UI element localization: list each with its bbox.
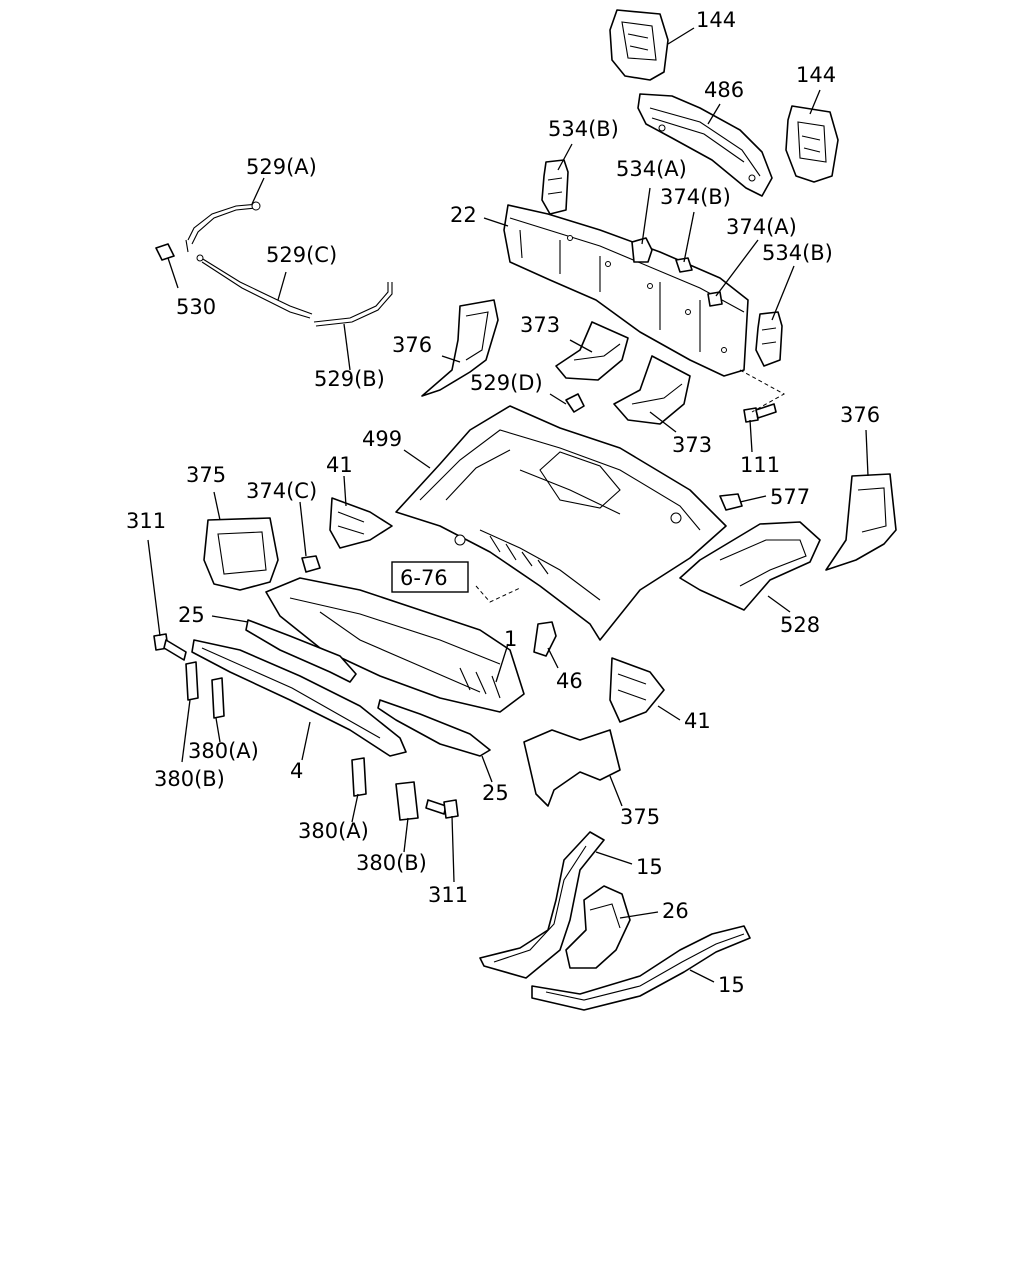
part-26-bracket bbox=[565, 885, 631, 969]
part-22-cross-member bbox=[503, 204, 749, 377]
part-529d-clip bbox=[565, 393, 585, 413]
label-380a-left: 380(A) bbox=[188, 739, 259, 763]
label-144-right: 144 bbox=[796, 63, 836, 87]
part-499-floor-panel bbox=[395, 405, 727, 641]
part-374c-nut bbox=[301, 555, 321, 573]
label-534a: 534(A) bbox=[616, 157, 687, 181]
label-530: 530 bbox=[176, 295, 216, 319]
part-380b-mid-clip bbox=[395, 781, 419, 821]
part-25-right-reinforcement bbox=[377, 699, 491, 757]
label-15-bottom: 15 bbox=[718, 973, 745, 997]
label-25-left: 25 bbox=[178, 603, 205, 627]
label-373-bottom: 373 bbox=[672, 433, 712, 457]
leader-lines bbox=[147, 27, 869, 983]
label-499: 499 bbox=[362, 427, 402, 451]
part-530-clip bbox=[155, 243, 175, 261]
part-577-clip bbox=[719, 493, 743, 511]
label-380b-mid: 380(B) bbox=[356, 851, 427, 875]
label-373-top: 373 bbox=[520, 313, 560, 337]
label-26: 26 bbox=[662, 899, 689, 923]
label-529b: 529(B) bbox=[314, 367, 385, 391]
part-15-bottom-side-member bbox=[531, 925, 751, 1011]
part-375-left-panel bbox=[203, 517, 279, 591]
label-534b-right: 534(B) bbox=[762, 241, 833, 265]
label-374a: 374(A) bbox=[726, 215, 797, 239]
label-529a: 529(A) bbox=[246, 155, 317, 179]
label-41-bottom: 41 bbox=[684, 709, 711, 733]
part-380a-left-clip bbox=[211, 677, 225, 719]
part-144-right-bracket bbox=[785, 105, 839, 183]
label-111: 111 bbox=[740, 453, 780, 477]
label-15-top: 15 bbox=[636, 855, 663, 879]
part-529a-wire bbox=[185, 201, 261, 253]
part-376-left-panel bbox=[421, 299, 499, 397]
label-528: 528 bbox=[780, 613, 820, 637]
part-534a-bracket bbox=[631, 237, 653, 263]
part-380a-mid-clip bbox=[351, 757, 367, 797]
label-311-left: 311 bbox=[126, 509, 166, 533]
part-111-bolt bbox=[743, 403, 777, 423]
label-380b-left: 380(B) bbox=[154, 767, 225, 791]
part-486-rear-member bbox=[637, 93, 773, 197]
part-41-bottom-bracket bbox=[609, 657, 665, 723]
label-22: 22 bbox=[450, 203, 477, 227]
part-373-top-bracket bbox=[555, 321, 629, 381]
label-376-left: 376 bbox=[392, 333, 432, 357]
label-375-left: 375 bbox=[186, 463, 226, 487]
part-373-bottom-bracket bbox=[613, 355, 691, 425]
part-528-panel bbox=[679, 521, 821, 611]
label-41-top: 41 bbox=[326, 453, 353, 477]
part-375-bottom-bracket bbox=[523, 729, 621, 807]
label-46: 46 bbox=[556, 669, 583, 693]
part-144-top-bracket bbox=[609, 9, 669, 81]
part-374a-nut bbox=[707, 291, 723, 307]
label-6-76: 6-76 bbox=[400, 566, 448, 590]
part-529b-wire bbox=[313, 282, 393, 327]
label-376-right: 376 bbox=[840, 403, 880, 427]
label-4: 4 bbox=[290, 759, 303, 783]
label-311-mid: 311 bbox=[428, 883, 468, 907]
label-374b: 374(B) bbox=[660, 185, 731, 209]
part-529c-wire bbox=[196, 254, 313, 319]
label-529d: 529(D) bbox=[470, 371, 543, 395]
label-534b-left: 534(B) bbox=[548, 117, 619, 141]
part-15-top-side-member bbox=[479, 831, 605, 979]
label-144-top: 144 bbox=[696, 8, 736, 32]
part-311-left-bolt bbox=[153, 633, 187, 661]
part-374b-nut bbox=[675, 257, 693, 273]
part-311-mid-bolt bbox=[425, 799, 459, 819]
label-375-bottom: 375 bbox=[620, 805, 660, 829]
part-4-sill bbox=[191, 639, 407, 757]
part-41-top-bracket bbox=[329, 497, 393, 549]
part-376-right-panel bbox=[825, 473, 897, 571]
label-380a-mid: 380(A) bbox=[298, 819, 369, 843]
part-380b-left-clip bbox=[185, 661, 199, 701]
label-374c: 374(C) bbox=[246, 479, 317, 503]
label-1: 1 bbox=[504, 627, 517, 651]
label-529c: 529(C) bbox=[266, 243, 337, 267]
part-25-left-reinforcement bbox=[245, 619, 357, 683]
part-46-bracket bbox=[533, 621, 557, 657]
label-577: 577 bbox=[770, 485, 810, 509]
label-486: 486 bbox=[704, 78, 744, 102]
part-534b-right-bracket bbox=[755, 311, 783, 367]
label-25-right: 25 bbox=[482, 781, 509, 805]
part-534b-left-bracket bbox=[541, 159, 569, 215]
reference-box-6-76 bbox=[391, 561, 469, 593]
